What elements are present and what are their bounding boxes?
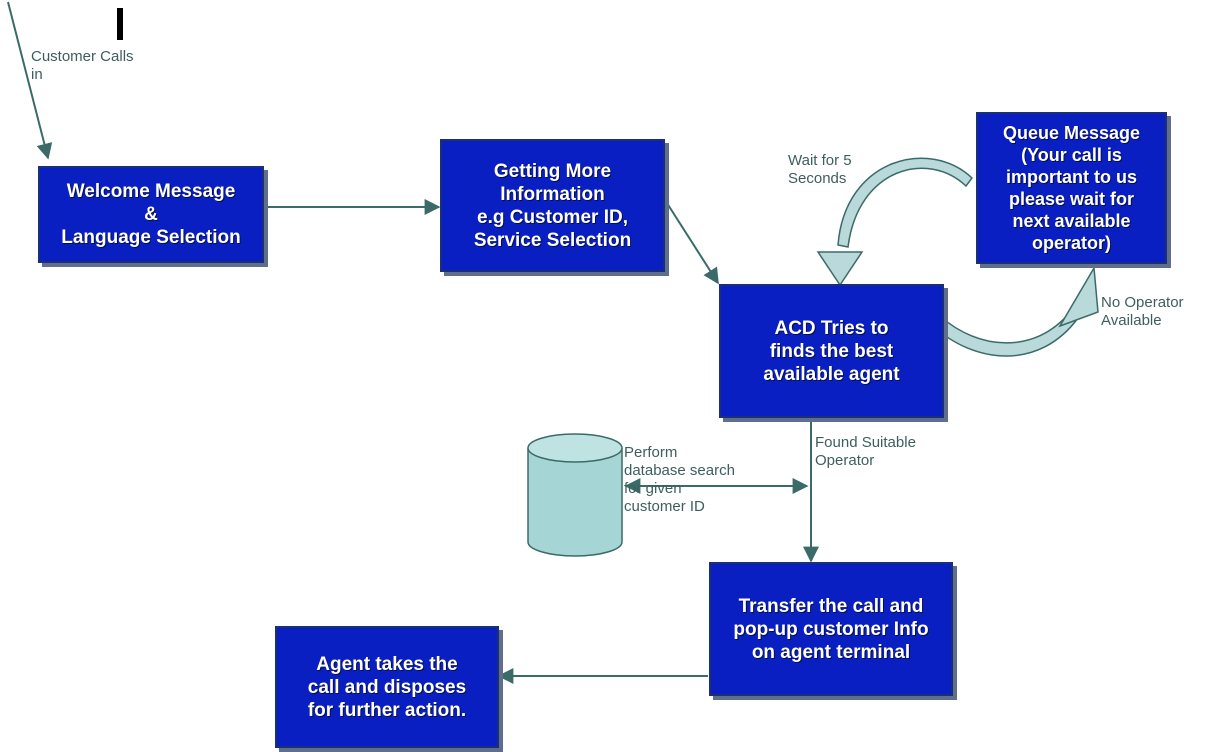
found-operator-label: Found Suitable Operator	[815, 434, 916, 470]
database-search-label: Perform database search for given custom…	[624, 444, 735, 516]
queue-line-1: Queue Message	[1002, 123, 1141, 143]
no-operator-label: No Operator Available	[1101, 294, 1184, 330]
perform-line-2: database search	[624, 462, 735, 479]
acd-line-2: finds the best	[769, 340, 894, 362]
info-box: Getting More Information e.g Customer ID…	[440, 139, 665, 272]
top-marker	[117, 8, 123, 40]
wait-label: Wait for 5 Seconds	[788, 152, 852, 188]
transfer-line-1: Transfer the call and	[738, 595, 924, 617]
wait-line-2: Seconds	[788, 170, 847, 187]
info-line-1: Getting More	[493, 160, 612, 182]
queue-line-5: next available	[1012, 211, 1131, 231]
queue-line-6: operator)	[1031, 233, 1111, 253]
acd-box: ACD Tries to finds the best available ag…	[719, 284, 944, 418]
customer-calls-line-1: Customer Calls	[31, 48, 134, 65]
welcome-line-3: Language Selection	[61, 227, 241, 248]
transfer-line-2: pop-up customer Info	[733, 618, 929, 640]
queue-line-3: important to us	[1006, 167, 1137, 187]
curved-arrow-wait	[816, 157, 974, 287]
welcome-line-2: &	[144, 204, 158, 225]
info-line-2: Information	[500, 183, 605, 205]
agent-line-1: Agent takes the	[316, 653, 458, 675]
no-operator-line-1: No Operator	[1101, 294, 1184, 311]
queue-box: Queue Message (Your call is important to…	[976, 112, 1167, 264]
wait-line-1: Wait for 5	[788, 152, 852, 169]
info-line-4: Service Selection	[473, 229, 632, 251]
found-line-1: Found Suitable	[815, 434, 916, 451]
arrow-customer-to-welcome	[7, 1, 53, 160]
transfer-line-3: on agent terminal	[751, 641, 911, 663]
perform-line-3: for given	[624, 480, 682, 497]
arrow-info-to-acd	[664, 199, 719, 285]
acd-line-1: ACD Tries to	[774, 317, 889, 339]
info-line-3: e.g Customer ID,	[477, 206, 628, 228]
agent-line-2: call and disposes	[307, 676, 467, 698]
queue-line-2: (Your call is	[1021, 145, 1122, 165]
found-line-2: Operator	[815, 452, 875, 469]
acd-line-3: available agent	[763, 363, 900, 385]
transfer-box: Transfer the call and pop-up customer In…	[709, 562, 953, 696]
welcome-box: Welcome Message & Language Selection	[38, 166, 264, 263]
agent-box: Agent takes the call and disposes for fu…	[275, 626, 499, 748]
customer-calls-label: Customer Calls in	[31, 48, 134, 84]
welcome-line-1: Welcome Message	[66, 181, 236, 202]
perform-line-1: Perform	[624, 444, 678, 461]
no-operator-line-2: Available	[1101, 312, 1162, 329]
agent-line-3: for further action.	[307, 699, 467, 721]
curved-arrow-no-operator	[930, 265, 1099, 357]
database-cylinder-icon	[527, 433, 623, 557]
queue-line-4: please wait for	[1008, 189, 1135, 209]
customer-calls-line-2: in	[31, 66, 43, 83]
perform-line-4: customer ID	[624, 498, 705, 515]
